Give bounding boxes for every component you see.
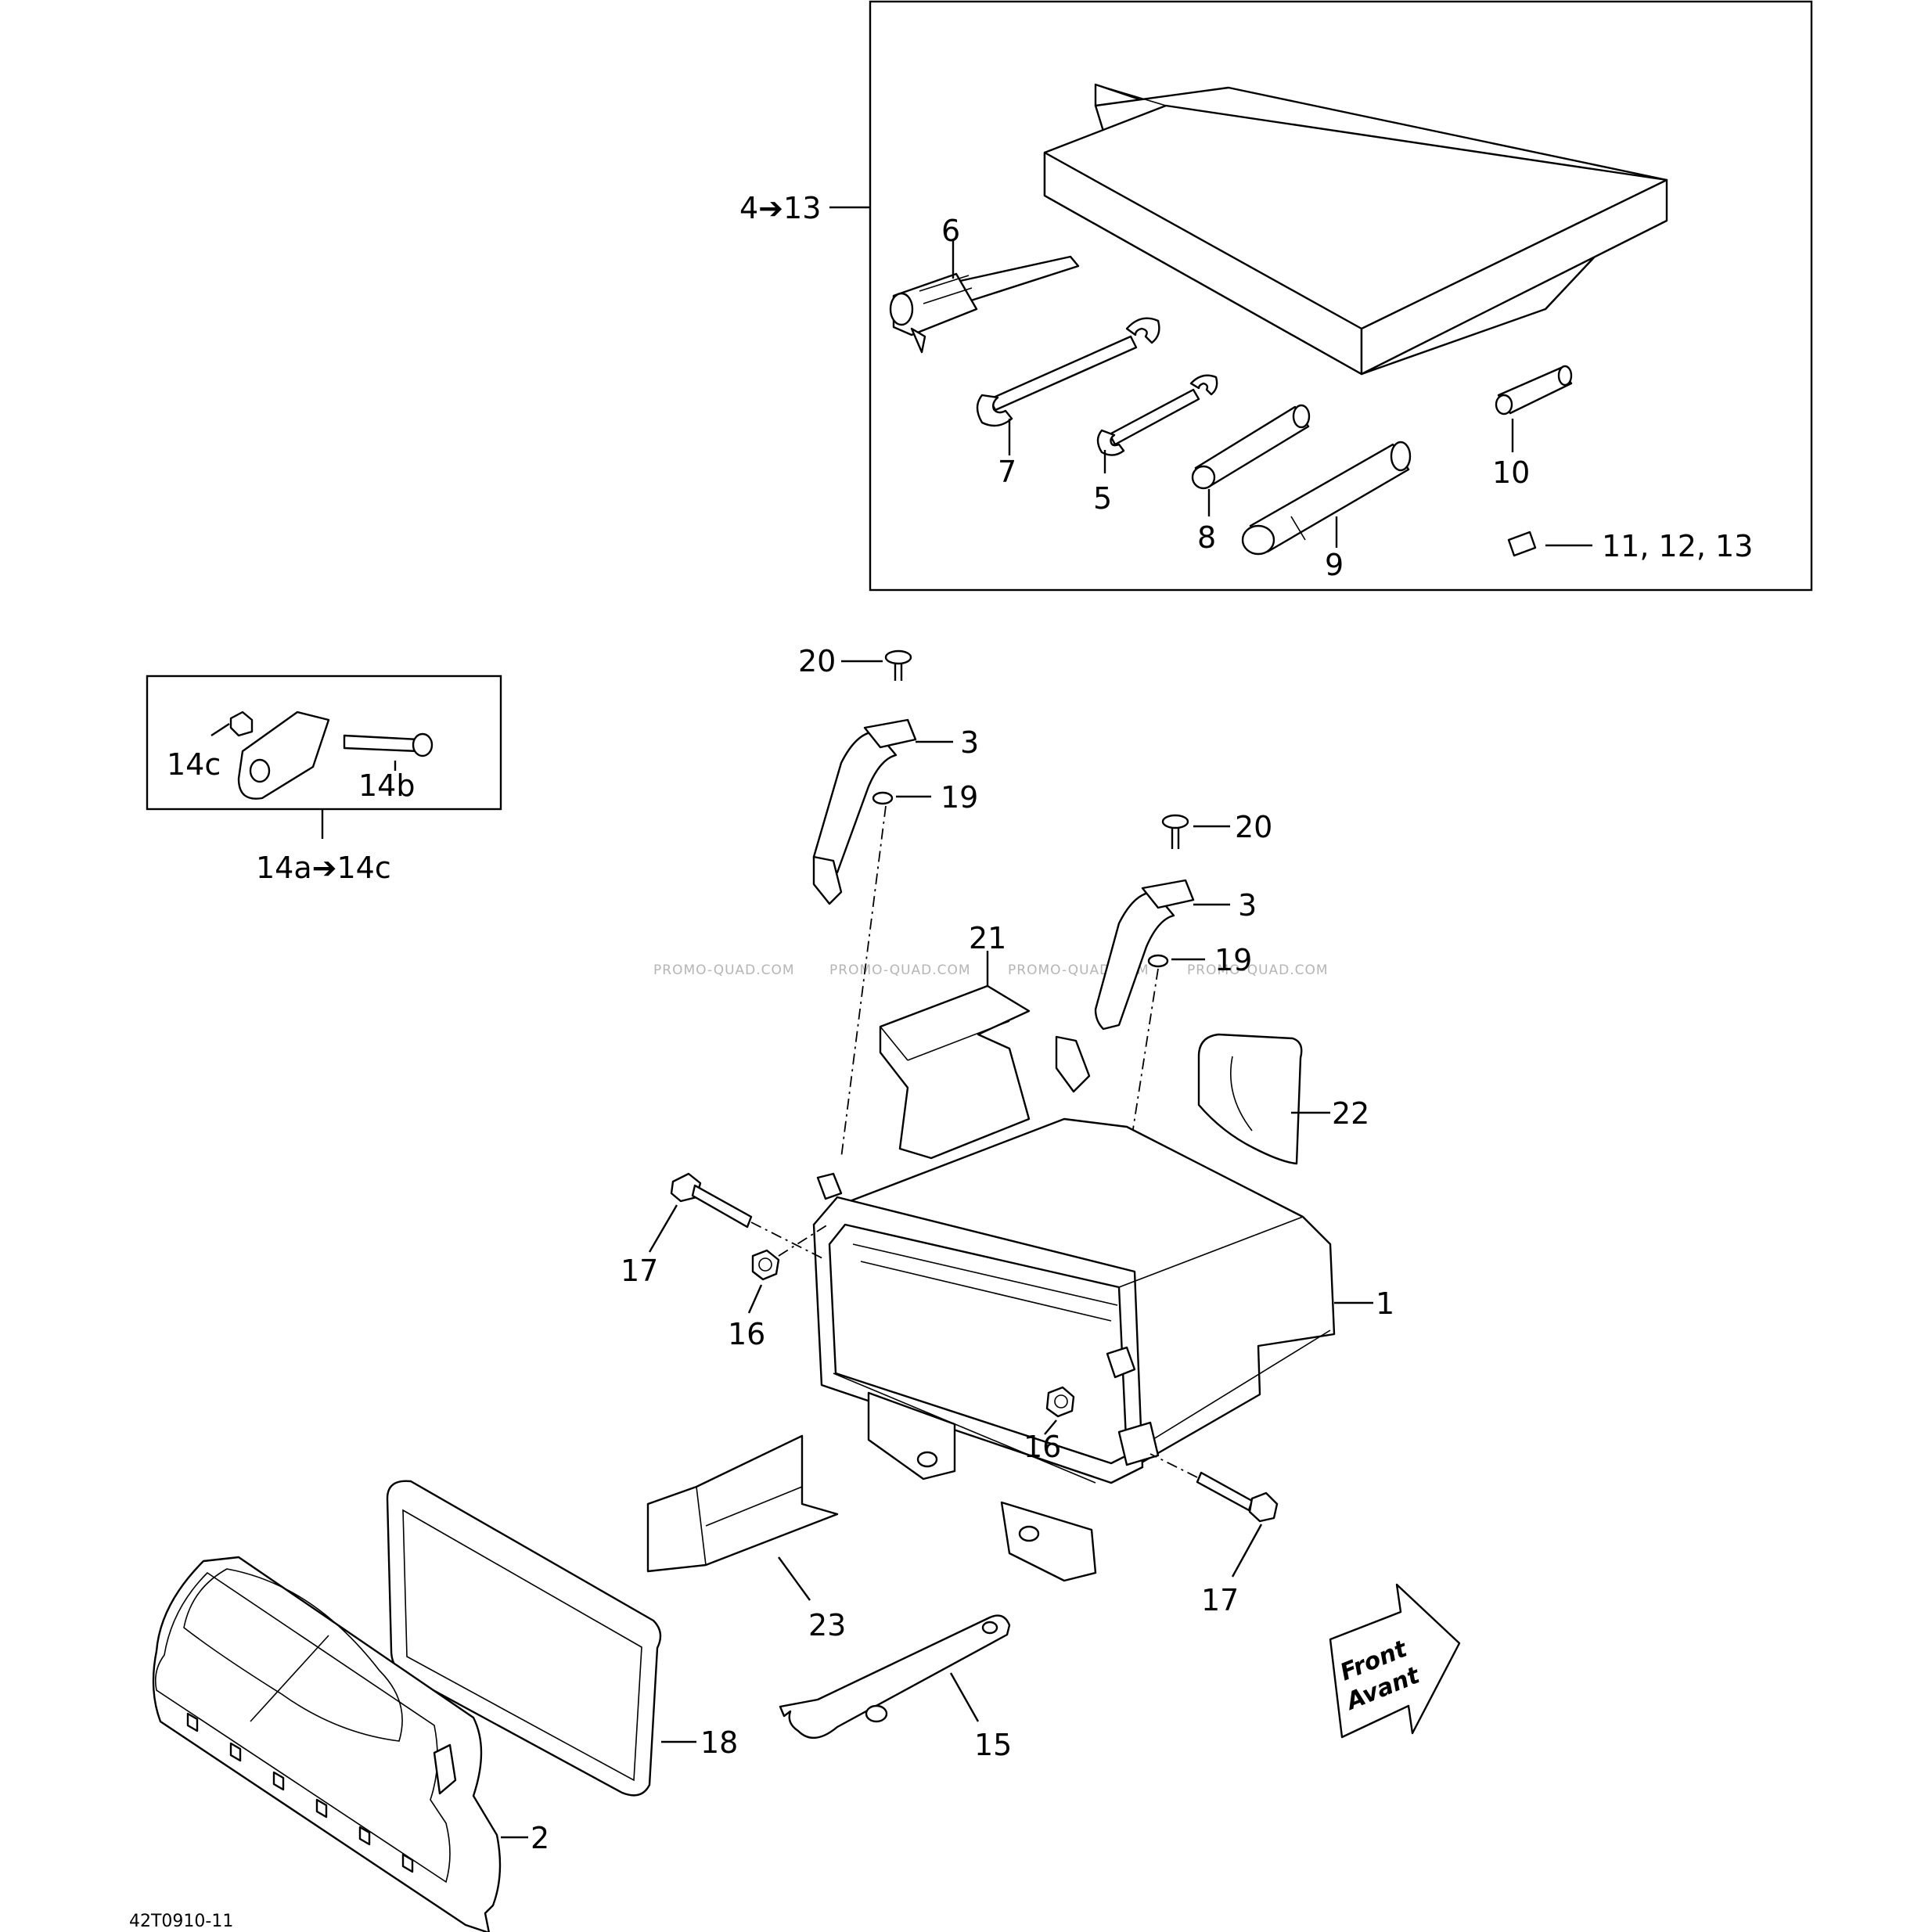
bolt-left [670,1172,753,1229]
front-cover [152,1556,502,1932]
callout-16-left: 16 [728,1317,765,1351]
washer-right [1147,954,1169,968]
callout-21: 21 [969,921,1006,955]
callout-14b: 14b [358,768,415,803]
callout-9: 9 [1325,548,1344,582]
tool-bag [1043,83,1668,376]
callout-8: 8 [1197,520,1216,555]
handle-right [1055,879,1195,1093]
callout-16-right: 16 [1024,1430,1061,1464]
bracket-kit-frame [146,675,502,811]
callout-19-left: 19 [941,780,978,815]
callout-3-right: 3 [1238,888,1257,923]
callout-18: 18 [700,1725,738,1760]
foam-pad-22 [1197,1033,1303,1165]
screw-left [884,649,912,681]
bolt-right [1196,1471,1279,1523]
tool-kit-frame [869,0,1813,592]
callout-23: 23 [808,1608,846,1642]
callout-5: 5 [1093,481,1112,516]
nut-left [751,1249,780,1281]
callout-20-right: 20 [1235,810,1272,844]
diagram-id: 42T0910-11 [129,1912,233,1931]
callout-3-left: 3 [960,725,979,760]
callout-17-right: 17 [1201,1583,1239,1617]
callout-10: 10 [1492,455,1530,490]
callout-2: 2 [531,1821,549,1855]
fuse-puller [1495,365,1573,416]
screwdriver [889,255,1080,354]
callout-15: 15 [974,1728,1012,1762]
callout-17-left: 17 [621,1254,658,1288]
callout-22: 22 [1332,1096,1369,1131]
spark-plug-socket [1191,404,1311,490]
insulation-pad-23 [646,1434,839,1573]
latch-key [779,1614,1011,1739]
callout-11-12-13: 11, 12, 13 [1602,529,1753,563]
watermark-4: PROMO-QUAD.COM [1187,962,1329,978]
watermark-2: PROMO-QUAD.COM [829,962,971,978]
callout-7: 7 [998,455,1016,489]
watermark-1: PROMO-QUAD.COM [653,962,795,978]
callout-14c: 14c [167,747,221,782]
callout-19-right: 19 [1214,943,1252,977]
callout-14a-14c: 14a➔14c [256,851,391,885]
wrench-small [1096,374,1218,456]
insulation-pad-21 [879,984,1031,1160]
handle-left [812,718,917,905]
nut-right [1045,1386,1075,1418]
callout-20-left: 20 [798,644,836,678]
callout-4-13: 4➔13 [739,191,821,225]
front-direction-arrow: Front Avant [1329,1583,1461,1739]
tube-wrench [1241,441,1412,556]
callout-6: 6 [941,214,960,248]
fuse [1507,531,1537,557]
bracket-kit [229,711,434,800]
wrench-large [976,317,1160,427]
screw-right [1161,814,1189,849]
washer-left [872,791,894,805]
callout-1: 1 [1376,1286,1394,1321]
